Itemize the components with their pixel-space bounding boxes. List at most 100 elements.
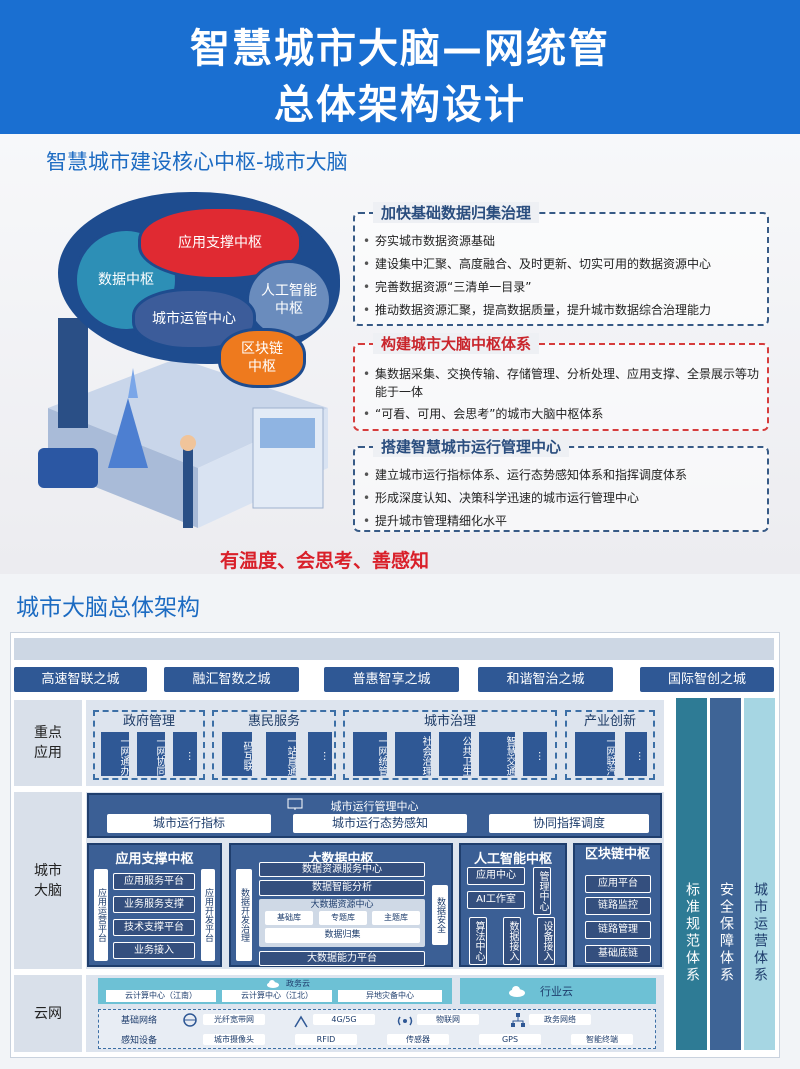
blockchain-hub: 区块链中枢 应用平台 链路监控 链路管理 基础底链 — [573, 843, 662, 967]
data-collect: 数据归集 — [265, 928, 420, 943]
data-resource-center-title: 大数据资源中心 — [310, 900, 374, 910]
list-item: “可看、可用、会思考”的城市大脑中枢体系 — [361, 403, 759, 426]
monitor-icon — [287, 798, 303, 810]
brain-blockchain-hub: 区块链中枢 — [218, 328, 306, 388]
city-goal: 和谐智治之城 — [478, 667, 613, 692]
chain-item: 链路管理 — [585, 921, 651, 939]
data-resource-center: 大数据资源中心 基础库 专题库 主题库 数据归集 — [259, 899, 425, 947]
wireless-icon — [397, 1016, 413, 1026]
app-item: 智慧交通 — [479, 732, 515, 776]
city-goal: 高速智联之城 — [14, 667, 147, 692]
signal-icon — [294, 1015, 308, 1028]
top-bar — [14, 638, 774, 660]
panel-title: 加快基础数据归集治理 — [373, 202, 540, 223]
group-city-governance: 城市治理 一网统管 社会治理 公共卫生 智慧交通 … — [343, 710, 557, 780]
list-item: 完善数据资源“三清单一目录” — [361, 276, 759, 299]
app-item: … — [625, 732, 647, 776]
standards-system: 标准规范体系 — [676, 698, 707, 1050]
group-citizen-services: 惠民服务 码互联 一站直通 … — [212, 710, 336, 780]
app-item: 公共卫生 — [439, 732, 471, 776]
sensor-item: RFID — [295, 1034, 357, 1045]
cloud-center: 云计算中心（江南） — [106, 990, 216, 1002]
group-industry-innovation: 产业创新 一网联汽 … — [565, 710, 655, 780]
list-item: 建设集中汇聚、高度融合、及时更新、切实可用的数据资源中心 — [361, 253, 759, 276]
cloud-center: 云计算中心（江北） — [222, 990, 332, 1002]
cloud-icon — [267, 980, 279, 988]
row-label-brain: 城市大脑 — [14, 792, 82, 969]
support-item: 业务接入 — [113, 942, 195, 959]
app-item: 一网协同 — [137, 732, 165, 776]
ai-app-center: 应用中心 — [467, 867, 525, 885]
support-item: 技术支撑平台 — [113, 919, 195, 936]
network-item: 政务网络 — [529, 1014, 591, 1025]
app-item: … — [523, 732, 547, 776]
network-tree-icon — [511, 1013, 525, 1027]
big-data-hub: 大数据中枢 数据开发治理 数据安全 数据资源服务中心 数据智能分析 大数据资源中… — [229, 843, 453, 967]
network-label: 基础网络 — [121, 1016, 158, 1026]
group-title: 产业创新 — [583, 714, 636, 729]
page-title-line1: 智慧城市大脑—网统管 — [190, 26, 610, 72]
cloud-icon — [509, 986, 525, 997]
list-item: 夯实城市数据资源基础 — [361, 230, 759, 253]
data-lib: 专题库 — [319, 911, 367, 925]
hub-title: 应用支撑中枢 — [115, 852, 194, 867]
ops-item: 城市运行态势感知 — [293, 814, 467, 833]
list-item: 建立城市运行指标体系、运行态势感知体系和指挥调度体系 — [361, 464, 759, 487]
cloud-center: 异地灾备中心 — [338, 990, 442, 1002]
app-ops-platform: 应用运营平台 — [94, 869, 108, 961]
gov-cloud: 政务云 云计算中心（江南） 云计算中心（江北） 异地灾备中心 — [98, 978, 452, 1004]
network-item: 光纤宽带网 — [203, 1014, 265, 1025]
data-lib: 基础库 — [265, 911, 313, 925]
chain-item: 基础底链 — [585, 945, 651, 963]
section1-title: 智慧城市建设核心中枢-城市大脑 — [46, 150, 348, 174]
panel-data-governance: 加快基础数据归集治理 夯实城市数据资源基础 建设集中汇聚、高度融合、及时更新、切… — [353, 202, 769, 326]
chain-item: 链路监控 — [585, 897, 651, 915]
data-ability-platform: 大数据能力平台 — [259, 951, 425, 966]
data-dev-governance: 数据开发治理 — [236, 869, 252, 961]
app-item: 码互联 — [222, 732, 252, 776]
app-item: 一网联汽 — [575, 732, 615, 776]
row-label-apps: 重点应用 — [14, 700, 82, 786]
app-item: … — [173, 732, 197, 776]
group-title: 政府管理 — [122, 714, 175, 729]
panel-ops-center: 搭建智慧城市运行管理中心 建立城市运行指标体系、运行态势感知体系和指挥调度体系 … — [353, 436, 769, 533]
app-support-hub: 应用支撑中枢 应用运营平台 应用开发平台 应用服务平台 业务服务支撑 技术支撑平… — [87, 843, 222, 967]
ai-col: 设备接入 — [537, 917, 555, 965]
panel-brain-system: 构建城市大脑中枢体系 集数据采集、交换传输、存储管理、分析处理、应用支撑、全景展… — [353, 333, 769, 431]
brain-illustration: 数据中枢 应用支撑中枢 人工智能中枢 城市运管中心 区块链中枢 — [28, 188, 348, 548]
hub-title: 人工智能中枢 — [473, 852, 552, 867]
app-dev-platform: 应用开发平台 — [201, 869, 215, 961]
security-system: 安全保障体系 — [710, 698, 741, 1050]
sensor-item: 城市摄像头 — [203, 1034, 265, 1045]
network-item: 物联网 — [417, 1014, 479, 1025]
group-title: 惠民服务 — [247, 714, 300, 729]
network-layer: 基础网络 感知设备 光纤宽带网 4G/5G 物联网 政务网络 城市摄像头 RFI… — [98, 1009, 656, 1049]
list-item: 提升城市管理精细化水平 — [361, 510, 759, 533]
data-service-center: 数据资源服务中心 — [259, 862, 425, 877]
app-item: 一网通办 — [101, 732, 129, 776]
list-item: 形成深度认知、决策科学迅速的城市运行管理中心 — [361, 487, 759, 510]
support-item: 应用服务平台 — [113, 873, 195, 890]
ops-center-title: 城市运行管理中心 — [330, 800, 419, 813]
data-security: 数据安全 — [432, 885, 448, 945]
ai-col: 算法中心 — [469, 917, 487, 965]
panel-title: 搭建智慧城市运行管理中心 — [373, 436, 570, 457]
app-item: 一站直通 — [266, 732, 296, 776]
group-government: 政府管理 一网通办 一网协同 … — [93, 710, 205, 780]
ai-hub: 人工智能中枢 应用中心 AI工作室 管理中心 算法中心 数据接入 设备接入 — [459, 843, 567, 967]
page-title-line2: 总体架构设计 — [274, 82, 526, 128]
header-banner: 智慧城市大脑—网统管 总体架构设计 — [0, 0, 800, 134]
city-goal: 国际智创之城 — [640, 667, 774, 692]
row-label-cloudnet: 云网 — [14, 975, 82, 1052]
operations-system: 城市运营体系 — [744, 698, 775, 1050]
ai-studio: AI工作室 — [467, 891, 525, 909]
motto-text: 有温度、会思考、善感知 — [220, 550, 430, 572]
ai-col: 数据接入 — [503, 917, 521, 965]
network-item: 4G/5G — [313, 1014, 375, 1025]
data-lib: 主题库 — [372, 911, 420, 925]
city-goal: 融汇智数之城 — [164, 667, 299, 692]
data-analysis: 数据智能分析 — [259, 880, 425, 896]
panel-title: 构建城市大脑中枢体系 — [373, 333, 540, 354]
hub-title: 区块链中枢 — [584, 847, 650, 862]
network-globe-icon — [183, 1013, 197, 1027]
